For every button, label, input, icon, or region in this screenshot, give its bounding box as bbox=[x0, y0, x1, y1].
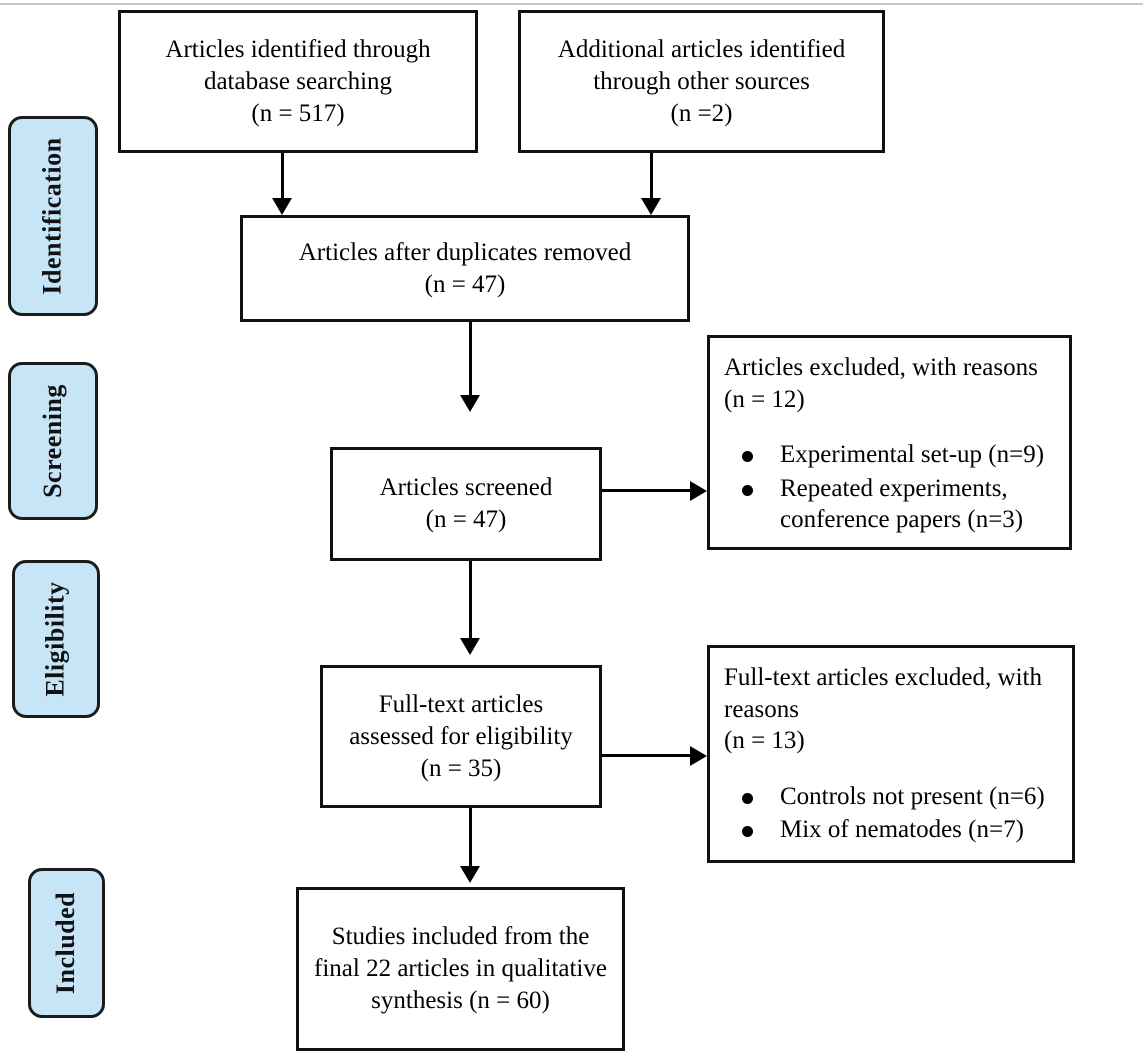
arrowhead-screened-to-excluded bbox=[690, 481, 707, 501]
box-duplicates-removed-line1: Articles after duplicates removed bbox=[298, 238, 632, 266]
stage-tab-screening-label: Screening bbox=[38, 384, 68, 498]
box-articles-screened-line1: Articles screened bbox=[379, 474, 553, 501]
reason-text-cont: conference papers (n=3) bbox=[780, 506, 1024, 533]
arrowhead-duplicates-to-screened bbox=[460, 395, 480, 412]
box-screening-excluded-line1: Articles excluded, with reasons bbox=[724, 354, 1038, 381]
bullet-icon bbox=[742, 792, 753, 804]
box-other-sources-line2: through other sources bbox=[593, 67, 810, 95]
box-fulltext-assessed-line1: Full-text articles bbox=[378, 690, 544, 718]
connector-other-sources-down bbox=[650, 153, 653, 200]
connector-database-search-down bbox=[281, 153, 284, 200]
connector-screened-to-fulltext bbox=[469, 561, 472, 641]
reason-text: Experimental set-up (n=9) bbox=[780, 441, 1045, 468]
box-articles-screened-count: (n = 47) bbox=[425, 506, 507, 533]
box-other-sources[interactable]: Additional articles identified through o… bbox=[518, 10, 885, 153]
box-screening-excluded-head: Articles excluded, with reasons (n = 12) bbox=[724, 352, 1057, 415]
box-studies-included-line2: final 22 articles in qualitative bbox=[314, 955, 607, 982]
box-duplicates-removed-count: (n = 47) bbox=[424, 270, 506, 298]
reason-text: Repeated experiments, bbox=[780, 474, 1008, 502]
top-divider-rule bbox=[0, 3, 1143, 5]
box-fulltext-excluded-head: Full-text articles excluded, with reason… bbox=[724, 662, 1060, 757]
box-other-sources-count: (n =2) bbox=[670, 99, 733, 127]
stage-tab-included[interactable]: Included bbox=[28, 868, 105, 1018]
stage-tab-eligibility-label: Eligibility bbox=[41, 581, 70, 697]
connector-fulltext-to-included bbox=[469, 808, 472, 870]
box-fulltext-assessed-line2: assessed for eligibility bbox=[349, 722, 573, 750]
box-fulltext-excluded[interactable]: Full-text articles excluded, with reason… bbox=[707, 645, 1075, 863]
spacer bbox=[724, 415, 1057, 437]
connector-fulltext-to-excluded bbox=[602, 754, 692, 757]
list-item: Controls not present (n=6) bbox=[724, 781, 1060, 813]
arrowhead-database-search-down bbox=[272, 198, 292, 215]
box-fulltext-excluded-count: (n = 13) bbox=[724, 727, 805, 754]
list-item: Mix of nematodes (n=7) bbox=[724, 814, 1060, 846]
box-fulltext-assessed[interactable]: Full-text articles assessed for eligibil… bbox=[320, 665, 602, 808]
list-item: Experimental set-up (n=9) bbox=[724, 439, 1057, 471]
connector-duplicates-to-screened bbox=[469, 322, 472, 397]
fulltext-excluded-reason-list: Controls not present (n=6) Mix of nemato… bbox=[724, 779, 1060, 846]
stage-tab-identification-label: Identification bbox=[38, 137, 68, 295]
arrowhead-screened-to-fulltext bbox=[460, 638, 480, 655]
reason-text: Controls not present (n=6) bbox=[780, 782, 1045, 810]
box-fulltext-assessed-count: (n = 35) bbox=[420, 754, 502, 782]
bullet-icon bbox=[742, 484, 753, 496]
arrowhead-fulltext-to-included bbox=[460, 866, 480, 883]
box-other-sources-line1: Additional articles identified bbox=[557, 35, 846, 63]
stage-tab-included-label: Included bbox=[51, 891, 81, 995]
box-database-search-line1: Articles identified through bbox=[165, 35, 431, 63]
list-item: Repeated experiments, conference papers … bbox=[724, 473, 1057, 536]
box-database-search[interactable]: Articles identified through database sea… bbox=[118, 10, 478, 153]
box-studies-included-line1: Studies included from the bbox=[331, 923, 590, 950]
bullet-icon bbox=[742, 826, 753, 837]
box-studies-included-count: synthesis (n = 60) bbox=[371, 987, 550, 1014]
box-studies-included[interactable]: Studies included from the final 22 artic… bbox=[296, 887, 625, 1051]
connector-screened-to-excluded bbox=[602, 489, 692, 492]
bullet-icon bbox=[742, 451, 753, 462]
box-screening-excluded[interactable]: Articles excluded, with reasons (n = 12)… bbox=[707, 335, 1072, 550]
box-fulltext-excluded-line1: Full-text articles excluded, with bbox=[724, 664, 1042, 691]
box-articles-screened[interactable]: Articles screened (n = 47) bbox=[330, 447, 602, 561]
spacer bbox=[724, 757, 1060, 779]
arrowhead-fulltext-to-excluded bbox=[690, 746, 707, 766]
reason-text: Mix of nematodes (n=7) bbox=[780, 816, 1024, 843]
box-database-search-line2: database searching bbox=[203, 67, 393, 95]
box-fulltext-excluded-line2: reasons bbox=[724, 695, 799, 723]
box-database-search-count: (n = 517) bbox=[251, 99, 345, 127]
stage-tab-eligibility[interactable]: Eligibility bbox=[12, 560, 100, 718]
stage-tab-identification[interactable]: Identification bbox=[8, 116, 98, 316]
arrowhead-other-sources-down bbox=[641, 198, 661, 215]
box-screening-excluded-count: (n = 12) bbox=[724, 385, 805, 413]
screening-excluded-reason-list: Experimental set-up (n=9) Repeated exper… bbox=[724, 437, 1057, 536]
stage-tab-screening[interactable]: Screening bbox=[8, 362, 98, 520]
box-duplicates-removed[interactable]: Articles after duplicates removed (n = 4… bbox=[240, 215, 690, 322]
